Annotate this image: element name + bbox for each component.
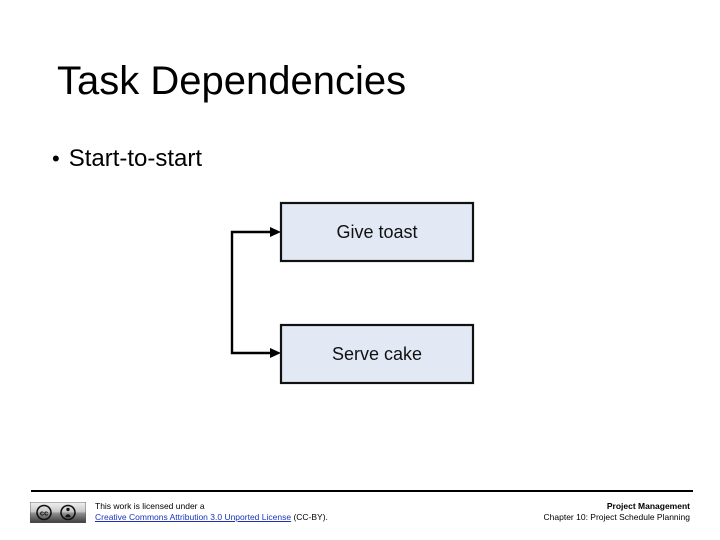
license-suffix: (CC-BY). — [291, 512, 328, 522]
start-to-start-connector-line — [230, 230, 273, 355]
license-line-2: Creative Commons Attribution 3.0 Unporte… — [95, 512, 328, 523]
arrowhead-to-give-toast-icon — [270, 227, 281, 237]
footer-divider — [31, 490, 693, 492]
task-box-serve-cake-label: Serve cake — [332, 344, 422, 364]
connector-group — [230, 227, 281, 358]
list-item: • Start-to-start — [52, 144, 202, 174]
license-line-1: This work is licensed under a — [95, 501, 205, 511]
task-box-give-toast[interactable]: Give toast — [279, 201, 475, 263]
task-box-serve-cake[interactable]: Serve cake — [279, 323, 475, 385]
task-box-serve-cake-rect — [279, 323, 475, 385]
creative-commons-by-badge-icon: cc — [30, 502, 86, 523]
svg-text:cc: cc — [40, 509, 48, 518]
page-title: Task Dependencies — [57, 59, 407, 103]
bullet-list: • Start-to-start — [52, 144, 202, 174]
footer-chapter-label: Chapter 10: Project Schedule Planning — [543, 512, 690, 522]
task-box-give-toast-label: Give toast — [336, 222, 417, 242]
arrowhead-to-serve-cake-icon — [270, 348, 281, 358]
license-link[interactable]: Creative Commons Attribution 3.0 Unporte… — [95, 512, 292, 522]
license-footer: cc This work is licensed under a Creativ… — [30, 501, 328, 523]
footer-right-block: Project Management Chapter 10: Project S… — [544, 501, 690, 523]
cc-circle-icon: cc — [36, 504, 52, 521]
by-person-circle-icon — [60, 504, 76, 521]
license-text-block: This work is licensed under a Creative C… — [95, 501, 328, 523]
bullet-glyph-icon: • — [52, 146, 60, 171]
task-box-give-toast-rect — [279, 201, 475, 263]
bullet-item-label: Start-to-start — [68, 145, 203, 172]
footer-course-label: Project Management — [606, 501, 690, 511]
